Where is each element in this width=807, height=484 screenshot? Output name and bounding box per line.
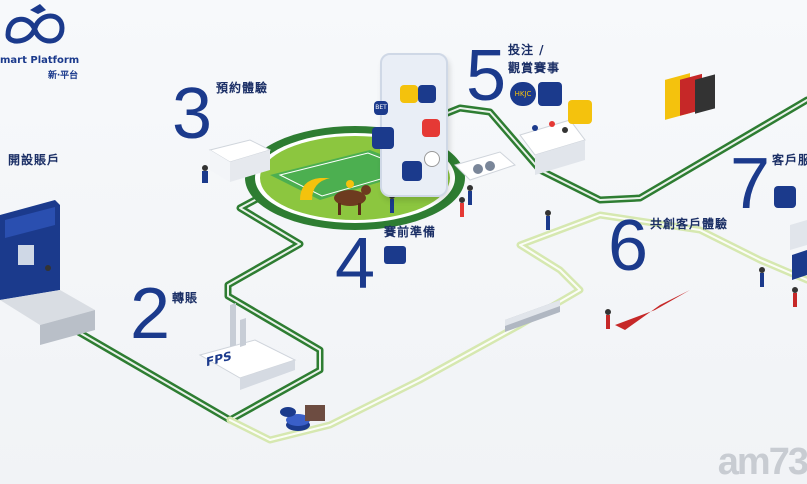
hkjc-small-icon xyxy=(774,186,796,208)
step-5-number: 5 xyxy=(466,36,507,116)
horse-jockey-icon xyxy=(334,180,371,215)
step-2-label: 轉賬 xyxy=(172,291,199,305)
reception-desk xyxy=(202,139,272,183)
coins-icon xyxy=(280,405,325,431)
horse-badge-icon xyxy=(384,246,406,264)
step-7-number: 7 xyxy=(730,144,771,224)
bank-building xyxy=(0,200,95,345)
infinity-logo-icon xyxy=(5,4,65,44)
step-4-label: 賽前準備 xyxy=(384,225,437,239)
mobile-phone: BET xyxy=(372,53,448,197)
step-5-label-line2: 觀賞賽事 xyxy=(508,61,561,75)
logo-subtext: 新‧平台 xyxy=(48,71,79,81)
logo-text: mart Platform xyxy=(0,55,80,66)
info-screen xyxy=(454,151,516,181)
step-7-label: 客戶服 xyxy=(772,153,807,167)
arch xyxy=(300,178,330,200)
app-icon-red xyxy=(422,119,440,137)
hkjc-badge: HKJC xyxy=(510,82,536,106)
red-carpet xyxy=(615,73,715,330)
horse-app-icon xyxy=(372,127,394,149)
step-4-number: 4 xyxy=(335,224,376,304)
service-devices xyxy=(790,220,807,280)
step-1-label: 開設賬戶 xyxy=(8,153,61,167)
step-2-number: 2 xyxy=(130,274,171,354)
target-icon xyxy=(538,82,562,106)
tunnel xyxy=(505,300,560,332)
step-3-label: 預約體驗 xyxy=(216,81,269,95)
grandstand xyxy=(519,119,586,175)
step-5-label-line1: 投注 / xyxy=(508,43,545,57)
app-icon-blue xyxy=(418,85,436,103)
step-6-label: 共創客戶體驗 xyxy=(650,217,729,231)
wallet-app-icon xyxy=(402,161,422,181)
smart-platform-logo: mart Platform 新‧平台 xyxy=(0,0,90,82)
yellow-app-icon xyxy=(568,100,592,124)
fps-terminal xyxy=(198,303,297,390)
step-6-number: 6 xyxy=(608,206,649,286)
am730-watermark: am73 xyxy=(717,441,807,483)
bet-badge: BET xyxy=(374,101,388,115)
ball-icon xyxy=(424,151,440,167)
step-3-number: 3 xyxy=(172,74,213,154)
app-icon-yellow xyxy=(400,85,418,103)
